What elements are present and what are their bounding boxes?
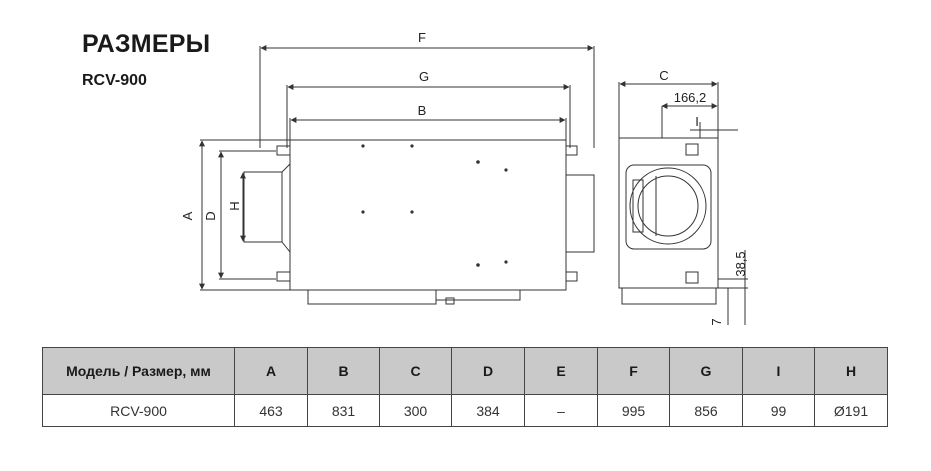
- label-a: A: [180, 211, 195, 220]
- header-model: Модель / Размер, мм: [42, 347, 235, 395]
- label-g: G: [419, 69, 429, 84]
- label-38: 38,5: [733, 251, 748, 276]
- header-i: I: [742, 347, 815, 395]
- cell-b: 831: [307, 394, 380, 427]
- cell-c: 300: [379, 394, 452, 427]
- cell-g: 856: [669, 394, 743, 427]
- cell-i: 99: [742, 394, 815, 427]
- page-title: РАЗМЕРЫ: [82, 30, 211, 58]
- header-f: F: [597, 347, 670, 395]
- header-e: E: [524, 347, 598, 395]
- label-h: H: [227, 201, 242, 210]
- cell-e: –: [524, 394, 598, 427]
- label-7: 7: [709, 318, 724, 325]
- dimensions-table: Модель / Размер, мм A B C D E F G I H RC…: [42, 347, 888, 427]
- dimension-drawing: F G B C 166,2 I A D H 38,5 7: [180, 30, 748, 326]
- label-i: I: [695, 114, 699, 129]
- cell-f: 995: [597, 394, 670, 427]
- header-d: D: [451, 347, 525, 395]
- header-c: C: [379, 347, 452, 395]
- table-header-row: Модель / Размер, мм A B C D E F G I H: [42, 347, 888, 395]
- header-g: G: [669, 347, 743, 395]
- label-166: 166,2: [674, 90, 707, 105]
- cell-a: 463: [234, 394, 308, 427]
- model-subtitle: RCV-900: [82, 72, 147, 89]
- header-a: A: [234, 347, 308, 395]
- cell-h: Ø191: [814, 394, 888, 427]
- cell-model: RCV-900: [42, 394, 235, 427]
- table-row: RCV-900 463 831 300 384 – 995 856 99 Ø19…: [42, 394, 888, 427]
- header-b: B: [307, 347, 380, 395]
- label-d: D: [203, 211, 218, 220]
- label-b: B: [418, 103, 427, 118]
- cell-d: 384: [451, 394, 525, 427]
- label-c: C: [659, 68, 668, 83]
- header-h: H: [814, 347, 888, 395]
- label-f: F: [418, 30, 426, 45]
